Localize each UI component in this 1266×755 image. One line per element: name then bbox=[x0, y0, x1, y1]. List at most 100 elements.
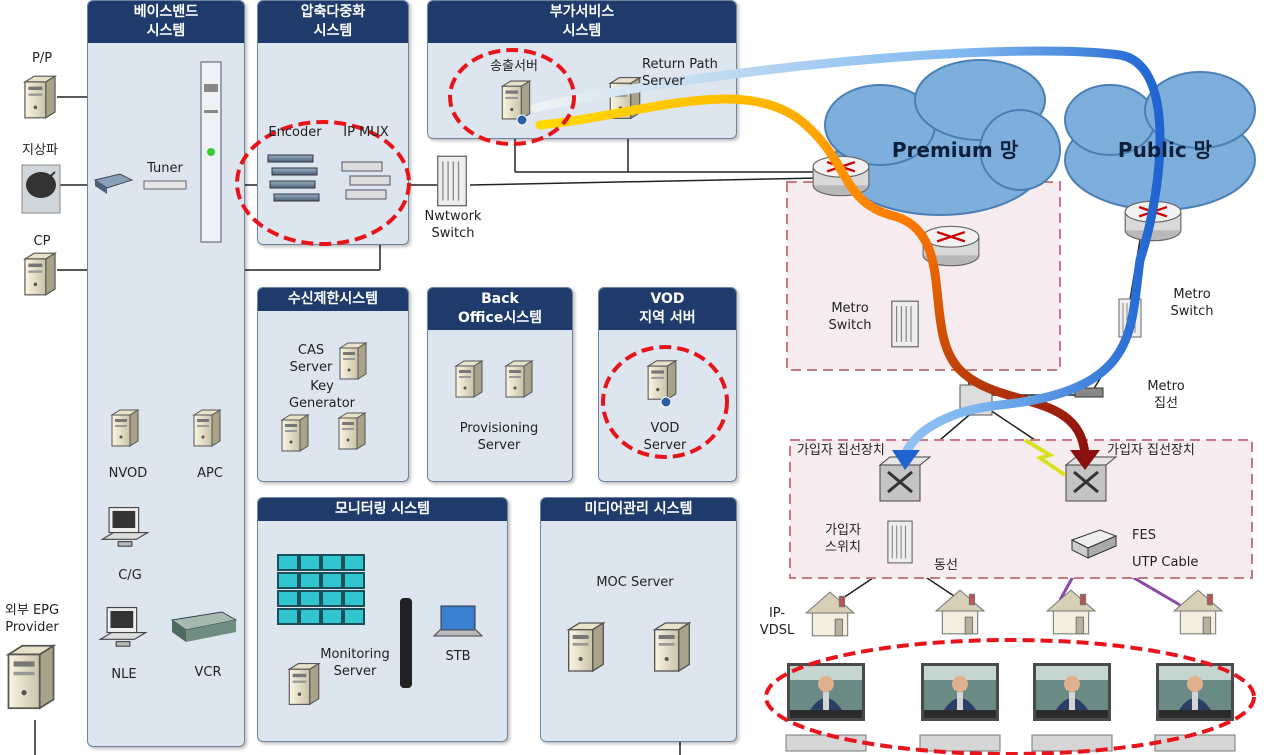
cg-label: C/G bbox=[118, 568, 142, 583]
premium-network-cloud bbox=[824, 59, 1061, 216]
subscriber-aggregator-right-label: 가입자 집선장치 bbox=[1107, 443, 1195, 458]
fes-label: FES bbox=[1132, 528, 1156, 543]
metro-switch-left-icon bbox=[891, 300, 919, 348]
external-epg-label: 외부 EPG Provider bbox=[4, 603, 60, 635]
ip-mux-label: IP MUX bbox=[343, 125, 389, 140]
vcr-device-icon bbox=[170, 611, 238, 642]
provisioning-server-icon-2 bbox=[505, 360, 533, 398]
nvod-label: NVOD bbox=[108, 466, 148, 481]
tuner-label: Tuner bbox=[147, 161, 183, 176]
cas-server-icon bbox=[339, 342, 367, 380]
encoder-stack-icon bbox=[267, 154, 320, 202]
premium-path-arrowhead bbox=[1070, 450, 1100, 470]
network-switch-label: Nwtwork Switch bbox=[424, 209, 482, 241]
apc-server-icon bbox=[193, 409, 221, 447]
house-icon-1 bbox=[805, 591, 855, 637]
back-office-system-title: Back Office시스템 bbox=[428, 288, 572, 330]
baseband-system-title: 베이스밴드 시스템 bbox=[88, 1, 244, 43]
vcr-label: VCR bbox=[194, 665, 222, 680]
encoder-label: Encoder bbox=[268, 125, 322, 140]
wireless-link-icon bbox=[1023, 438, 1067, 477]
highlight-vod-server bbox=[601, 345, 729, 459]
provisioning-server-label: Provisioning Server bbox=[459, 421, 539, 453]
highlight-subscriber-tvs bbox=[764, 638, 1256, 755]
remote-control-icon bbox=[400, 598, 412, 688]
metro-aggregation-label: Metro 집선 bbox=[1147, 379, 1185, 411]
public-service-path bbox=[530, 46, 1165, 460]
metro-switch-left-label: Metro Switch bbox=[828, 301, 872, 333]
pp-label: P/P bbox=[31, 51, 53, 66]
cp-server-icon bbox=[24, 252, 56, 296]
monitoring-system-title: 모니터링 시스템 bbox=[258, 498, 507, 521]
nle-label: NLE bbox=[111, 667, 137, 682]
premium-service-path bbox=[535, 94, 1090, 460]
fes-device-icon bbox=[1070, 529, 1118, 559]
broadcast-server-icon bbox=[501, 80, 531, 120]
public-path-arrowhead bbox=[892, 450, 920, 470]
rack-status-led bbox=[207, 148, 215, 156]
receiver-icon bbox=[93, 173, 134, 194]
subscriber-switch-label: 가입자 스위치 bbox=[825, 523, 861, 555]
premium-network-label: Premium 망 bbox=[891, 138, 1019, 162]
subscriber-switch-icon bbox=[887, 520, 913, 564]
satellite-dish-icon bbox=[21, 164, 61, 214]
subscriber-aggregator-right-icon bbox=[1064, 456, 1118, 502]
nvod-server-icon bbox=[111, 409, 139, 447]
coax-label: 동선 bbox=[934, 558, 958, 573]
highlight-broadcast-server bbox=[448, 48, 576, 146]
media-management-panel: 미디어관리 시스템 bbox=[540, 497, 737, 742]
nle-workstation-icon bbox=[99, 606, 147, 647]
return-path-label: Return Path Server bbox=[642, 57, 718, 89]
cas-system-panel: 수신제한시스템 bbox=[257, 287, 409, 482]
moc-server-icon-2 bbox=[653, 622, 691, 672]
subscriber-access-zone bbox=[789, 439, 1253, 579]
monitor-wall-icon bbox=[277, 554, 365, 625]
provisioning-server-icon-1 bbox=[455, 360, 483, 398]
settop-box-row bbox=[785, 734, 1236, 752]
public-network-label: Public 망 bbox=[1117, 138, 1213, 162]
value-added-system-title: 부가서비스 시스템 bbox=[428, 1, 736, 43]
stb-label: STB bbox=[445, 649, 471, 664]
tv-screen-icon-2 bbox=[921, 663, 999, 721]
tv-screen-icon-4 bbox=[1156, 663, 1234, 721]
pp-server-icon bbox=[24, 75, 56, 119]
public-network-cloud bbox=[1064, 71, 1256, 211]
network-switch-icon bbox=[436, 155, 468, 207]
highlight-compression bbox=[235, 120, 411, 246]
compression-system-title: 압축다중화 시스템 bbox=[258, 1, 408, 43]
cp-label: CP bbox=[33, 234, 51, 249]
broadcast-server-label: 송출서버 bbox=[490, 59, 538, 74]
monitoring-server-label: Monitoring Server bbox=[320, 647, 390, 679]
terrestrial-label: 지상파 bbox=[22, 143, 58, 158]
epg-server-icon bbox=[7, 644, 55, 710]
compression-system-panel: 압축다중화 시스템 bbox=[257, 0, 409, 245]
cas-aux-server-icon bbox=[338, 412, 366, 450]
ip-vdsl-label: IP- VDSL bbox=[759, 606, 795, 638]
tv-screen-icon-3 bbox=[1033, 663, 1111, 721]
subscriber-aggregator-left-label: 가입자 집선장치 bbox=[797, 443, 885, 458]
utp-cable-label: UTP Cable bbox=[1132, 555, 1199, 570]
media-management-title: 미디어관리 시스템 bbox=[541, 498, 736, 521]
house-icon-3 bbox=[1046, 589, 1096, 635]
vod-server-title: VOD 지역 서버 bbox=[599, 288, 736, 330]
moc-server-label: MOC Server bbox=[596, 575, 674, 590]
cas-system-title: 수신제한시스템 bbox=[258, 288, 408, 311]
vod-server-label: VOD Server bbox=[643, 421, 687, 453]
cas-server-label: CAS Server bbox=[289, 343, 333, 375]
key-generator-label: Key Generator bbox=[288, 379, 355, 411]
ip-mux-icon bbox=[341, 161, 391, 200]
back-office-system-panel: Back Office시스템 bbox=[427, 287, 573, 482]
tv-screen-icon-1 bbox=[787, 663, 865, 721]
metro-switch-right-label: Metro Switch bbox=[1170, 287, 1214, 319]
tuner-device-icon bbox=[143, 180, 187, 190]
key-generator-server-icon bbox=[281, 414, 309, 452]
stb-laptop-icon bbox=[432, 605, 484, 637]
house-icon-4 bbox=[1173, 589, 1223, 635]
cg-workstation-icon bbox=[101, 506, 149, 547]
vod-server-icon bbox=[647, 360, 677, 400]
moc-server-icon-1 bbox=[567, 622, 605, 672]
apc-label: APC bbox=[197, 466, 223, 481]
house-icon-2 bbox=[935, 589, 985, 635]
